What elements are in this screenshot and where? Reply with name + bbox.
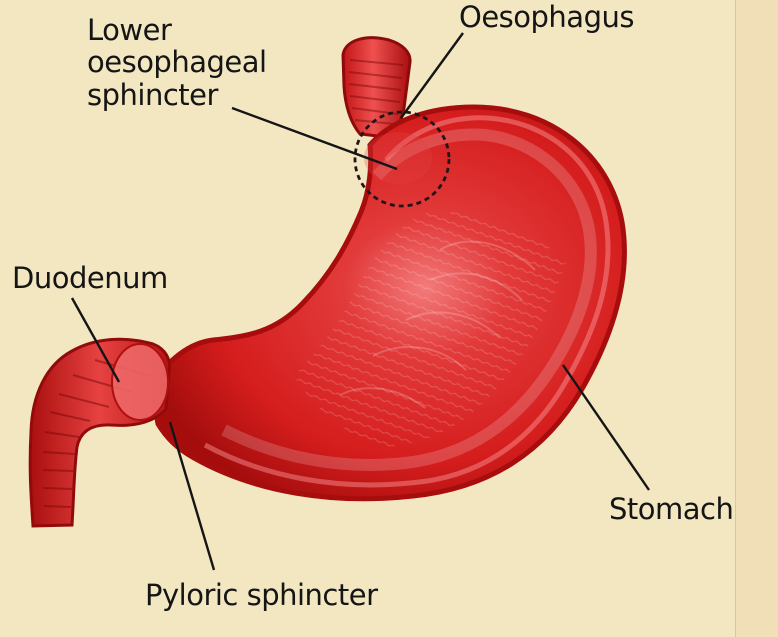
duodenum-label: Duodenum bbox=[12, 262, 168, 294]
pyloric-sphincter-label: Pyloric sphincter bbox=[145, 579, 378, 611]
lower-oesophageal-sphincter-label: Lower oesophageal sphincter bbox=[87, 14, 267, 111]
stomach-pointer bbox=[563, 365, 649, 490]
oesophagus-label: Oesophagus bbox=[459, 1, 634, 33]
oesophagus-pointer bbox=[401, 33, 463, 118]
duodenum-tube bbox=[30, 339, 169, 526]
stomach-label: Stomach bbox=[609, 493, 733, 525]
